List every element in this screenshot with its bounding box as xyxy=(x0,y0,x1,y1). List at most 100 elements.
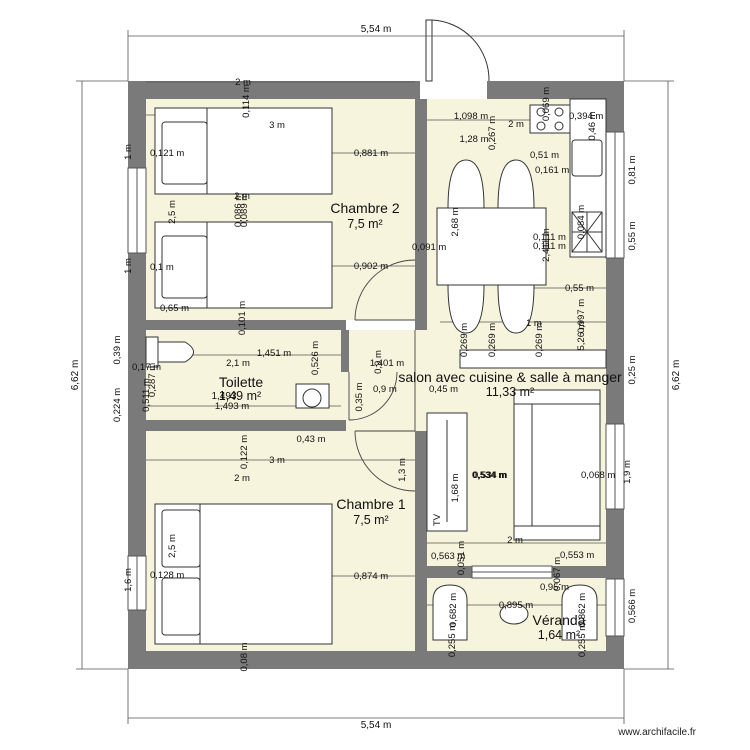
dim-label: 0,128 m xyxy=(150,570,184,581)
door-swings xyxy=(348,259,416,492)
dim-label: 2,5 m xyxy=(167,200,178,224)
veranda-table xyxy=(499,603,529,625)
door-chambre2 xyxy=(354,259,416,321)
dim-label: 2 m xyxy=(507,535,523,546)
dining-chair-4 xyxy=(497,284,535,334)
dim-label: 0,121 m xyxy=(150,148,184,159)
dim-label: 0,566 m xyxy=(627,589,638,623)
stove xyxy=(529,104,571,134)
dim-label: 0,086 m xyxy=(233,193,244,227)
dim-label: TV xyxy=(432,513,443,526)
dining-chair-3 xyxy=(447,284,485,334)
dim-label: 0,9 m xyxy=(373,384,397,395)
room-area-toilette: 1,49 m² xyxy=(219,389,261,403)
entrance-door xyxy=(425,19,490,82)
dim-label: 0,997 m xyxy=(576,299,587,333)
wall-chambre2-bottom xyxy=(146,320,346,330)
dim-label: 0,269 m xyxy=(487,323,498,357)
wall-mid-vertical-bottom xyxy=(415,431,427,651)
dim-label: 0,084 m xyxy=(576,205,587,239)
dim-label: 0,553 m xyxy=(560,550,594,561)
dim-label: 3 m xyxy=(269,120,285,131)
dim-label: 0,101 m xyxy=(237,301,248,335)
dim-label: 1 m xyxy=(123,144,134,160)
dim-label: 0,224 m xyxy=(112,388,123,422)
dim-overall-left: 6,62 m xyxy=(70,360,81,391)
dim-label: 0,051 m xyxy=(456,541,467,575)
dim-label: 0,563 m xyxy=(431,551,465,562)
dim-label: 2 m xyxy=(508,119,524,130)
dim-label: 0,089 m xyxy=(239,193,250,227)
dim-label: 0,511 m xyxy=(141,378,152,412)
dim-label: 0,39 m xyxy=(112,335,123,364)
dim-label: 0,862 m xyxy=(577,593,588,627)
walls xyxy=(128,81,624,669)
dim-overall-right: 6,62 m xyxy=(671,360,682,391)
dim-label: 0,902 m xyxy=(354,261,388,272)
furniture xyxy=(145,98,607,645)
wall-chambre1-top xyxy=(146,420,346,431)
dim-label: 1,451 m xyxy=(257,348,291,359)
dim-label: 1 m xyxy=(526,318,542,329)
dim-label: 0,895 m xyxy=(499,600,533,611)
dim-label: 0,067 m xyxy=(552,557,563,591)
dim-label: 2,1 m xyxy=(226,358,250,369)
armchair-veranda-right xyxy=(561,584,598,641)
dim-label: 0,111 m xyxy=(533,241,566,252)
dim-label: 5,26 m xyxy=(576,321,587,350)
toilet-bowl xyxy=(157,341,194,363)
dim-label: 0,255 m xyxy=(447,623,458,657)
kitchen-sink xyxy=(571,139,603,177)
window-mullions xyxy=(136,132,616,636)
dining-chair-1 xyxy=(447,159,485,209)
dim-label: 0,069 m xyxy=(541,87,552,121)
dim-label: 0,45 m xyxy=(429,384,458,395)
dim-overall-top: 5,54 m xyxy=(361,24,392,35)
dim-label: 0,526 m xyxy=(310,341,321,375)
dim-overall-bottom: 5,54 m xyxy=(361,720,392,731)
dim-label: 0,091 m xyxy=(412,242,446,253)
dim-label: 0,35 m xyxy=(354,382,365,411)
dim-label: 0,122 m xyxy=(239,435,250,469)
room-area-chambre1: 7,5 m² xyxy=(353,513,388,527)
dim-label: 0,534 m xyxy=(473,470,507,481)
room-name-toilette: Toilette xyxy=(219,374,264,390)
dim-label: 0,9 m xyxy=(373,350,384,374)
dim-label: 1,098 m xyxy=(454,111,488,122)
room-name-salon: salon avec cuisine & salle à manger xyxy=(398,369,622,385)
dim-label: 0,161 m xyxy=(535,165,569,176)
dim-label: 2,5 m xyxy=(167,534,178,558)
dim-label: 0,394 m xyxy=(569,111,603,122)
door-chambre1 xyxy=(354,430,416,492)
dim-label: 0,43 m xyxy=(296,434,325,445)
dim-label: 0,255 m xyxy=(577,623,588,657)
dim-label: 0,08 m xyxy=(239,642,250,671)
dim-label: 3 m xyxy=(269,455,285,466)
door-toilette xyxy=(348,371,398,421)
armchair-veranda-left xyxy=(432,584,468,641)
dim-label: 0,65 m xyxy=(160,303,189,314)
dim-label: 1,68 m xyxy=(450,473,461,502)
dim-label: 2 m xyxy=(234,191,250,202)
dining-table xyxy=(436,207,547,286)
dim-label: 0,068 m xyxy=(581,470,615,481)
dim-label: 0,95 m xyxy=(540,582,569,593)
room-name-chambre1: Chambre 1 xyxy=(336,496,405,512)
wall-bottom xyxy=(128,651,624,669)
dim-label: 2,411 m xyxy=(541,228,552,262)
dim-label: 2,68 m xyxy=(450,207,461,236)
dim-label: 0,51 m xyxy=(530,150,559,161)
dim-label: 0,287 m xyxy=(147,363,158,397)
room-area-salon: 11,33 m² xyxy=(486,385,534,399)
dim-label: 1 m xyxy=(123,258,134,274)
dim-label: 0,55 m xyxy=(565,283,594,294)
dim-label: 0,55 m xyxy=(627,221,638,250)
pillow-chambre1-b xyxy=(161,577,201,636)
dim-label: 0,111 m xyxy=(533,232,566,243)
room-area-chambre2: 7,5 m² xyxy=(347,217,382,231)
dim-label: 0,874 m xyxy=(354,571,388,582)
dim-label: 0,25 m xyxy=(627,355,638,384)
dim-label: 0,267 m xyxy=(487,116,498,150)
dim-label: 0,17 m xyxy=(132,362,161,373)
dim-label: 2 m xyxy=(235,77,251,88)
